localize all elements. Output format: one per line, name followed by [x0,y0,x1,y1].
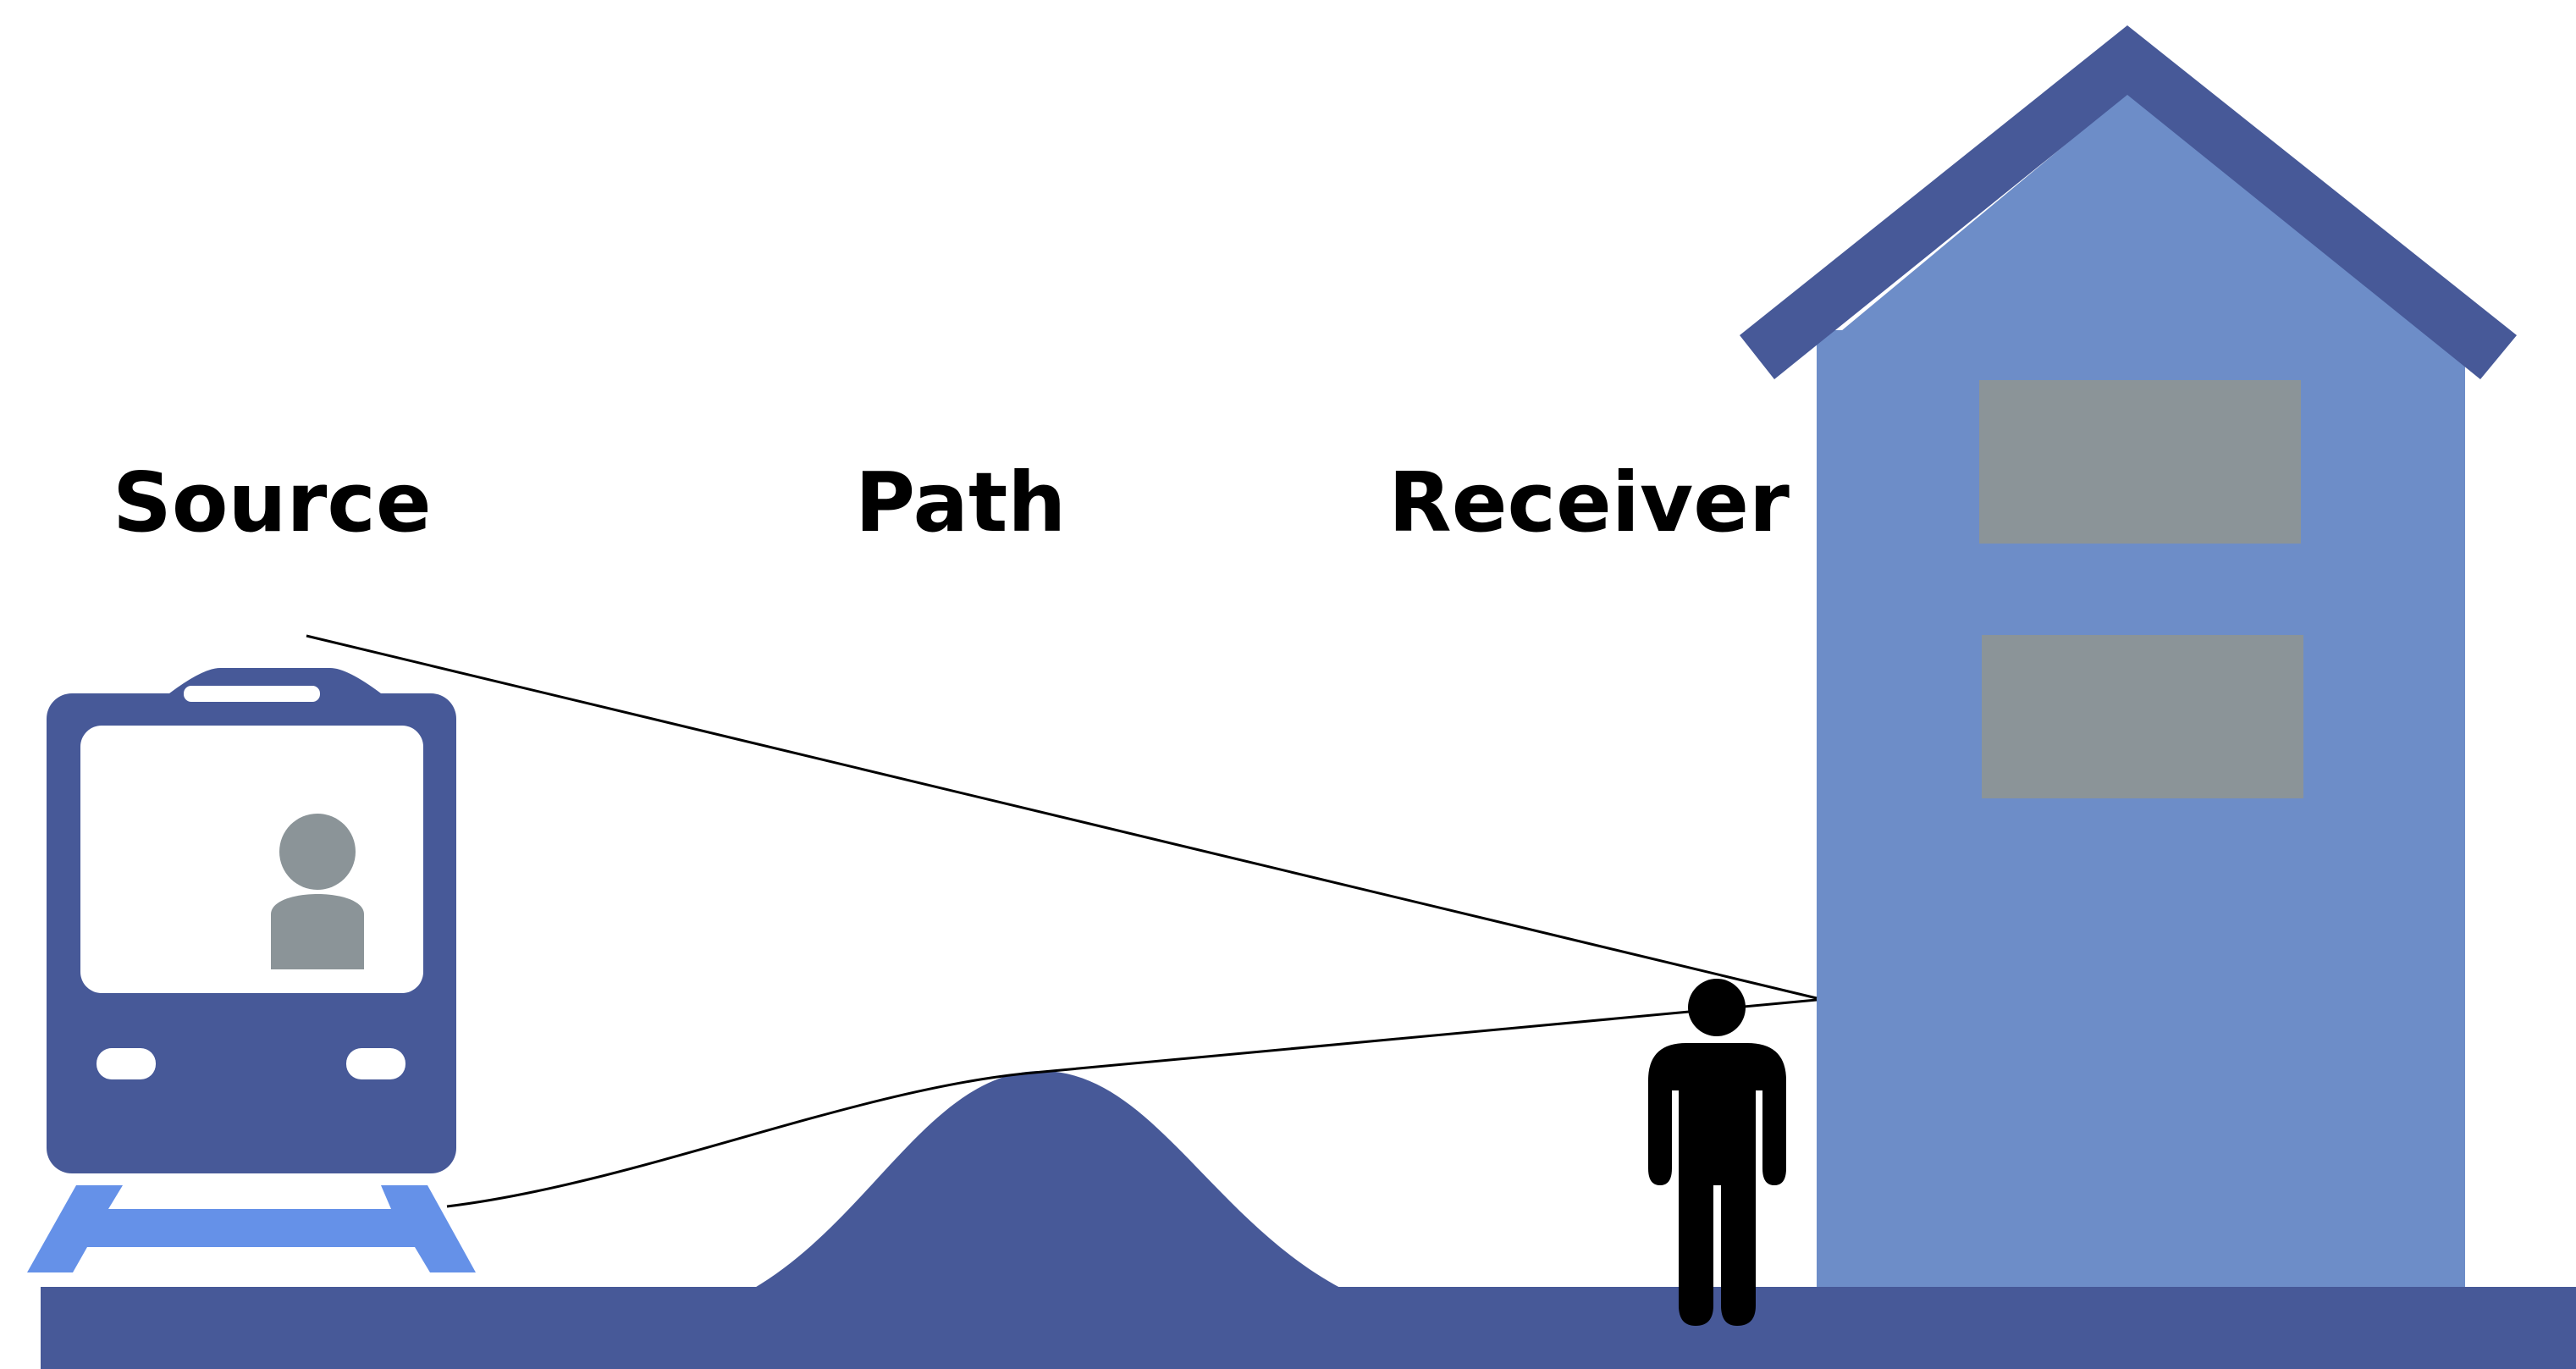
standing-person-icon [1648,979,1786,1326]
train-headlight-left [97,1048,156,1079]
receiver-head [1688,979,1746,1036]
house-icon [1740,25,2517,1304]
receiver-label: Receiver [1388,455,1790,550]
house-window-lower [1982,635,2303,798]
train-icon [27,668,476,1272]
rail-track [27,1185,476,1272]
ground [41,1287,2576,1369]
train-headlight-right [346,1048,405,1079]
passenger-head [279,814,356,890]
receiver-body [1648,1043,1786,1326]
source-label: Source [113,455,432,550]
path-label: Path [855,455,1066,550]
passenger-body [271,894,364,969]
direct-sound-path [306,636,1817,998]
hill-icon [753,1071,1342,1289]
train-headsign [184,686,320,702]
train-windshield [80,726,423,993]
house-window-upper [1979,380,2301,544]
